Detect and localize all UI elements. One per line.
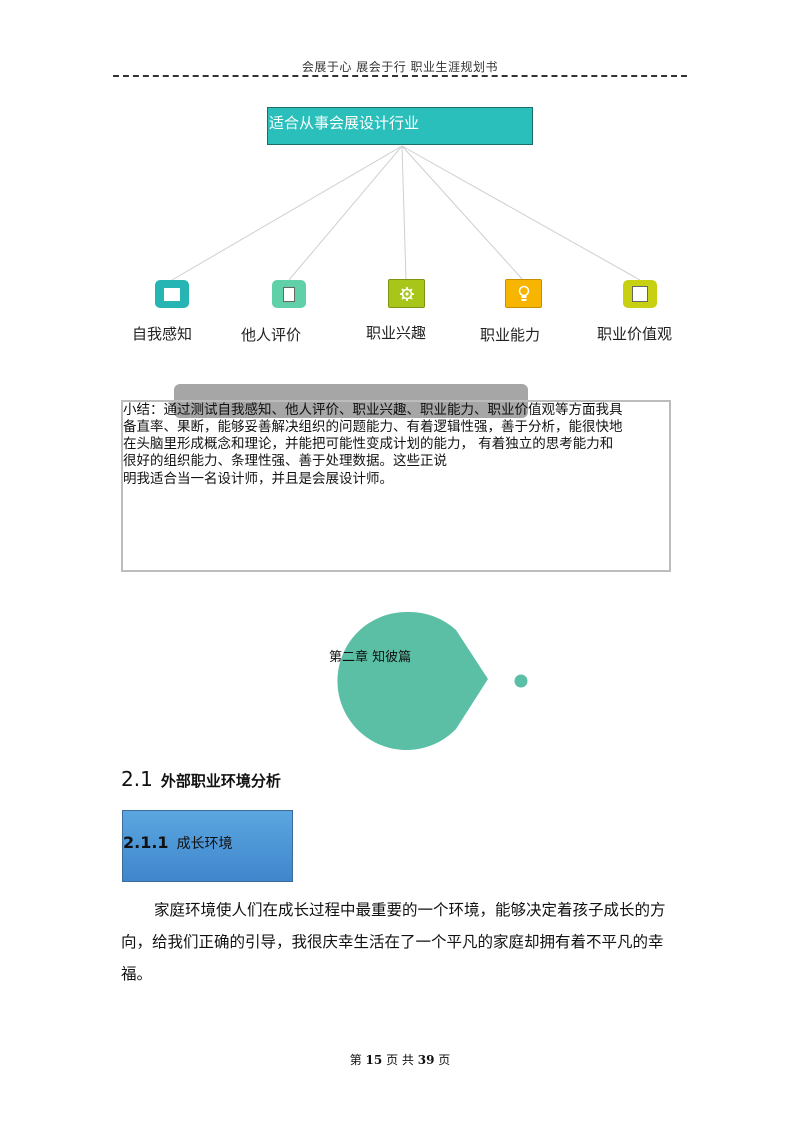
gear-icon [399,286,414,301]
body-paragraph-line: 向，给我们正确的引导，我很庆幸生活在了一个平凡的家庭却拥有着不平凡的幸福。 [121,933,664,983]
subsection-title: 成长环境 [176,836,233,852]
footer-middle: 页 共 [386,1053,414,1067]
chapter-title: 第二章 知彼篇 [329,650,412,665]
document-icon [283,286,295,302]
subsection-heading-box: 2.1.1 成长环境 [122,810,293,882]
node-icon-career-ability [505,279,542,308]
summary-box [121,400,671,572]
footer-suffix: 页 [438,1053,451,1067]
summary-line: 备直率、果断，能够妥善解决组织的问题能力、有着逻辑性强，善于分析，能很快地 [123,419,623,435]
chapter-drop-shape [337,611,528,750]
section-title: 外部职业环境分析 [160,772,281,790]
body-paragraph-line: 家庭环境使人们在成长过程中最重要的一个环境，能够决定着孩子成长的方 [154,901,666,919]
lightbulb-icon [518,285,529,301]
square-icon [632,286,648,302]
header-divider [113,75,687,77]
connector-line [401,145,524,281]
node-icon-career-interest [388,279,425,308]
node-label-self-perception: 自我感知 [132,325,193,343]
section-heading: 2.1 外部职业环境分析 [121,767,281,791]
summary-line: 明我适合当一名设计师，并且是会展设计师。 [123,471,393,487]
page-header-title: 会展于心 展会于行 职业生涯规划书 [301,60,499,74]
node-label-others-evaluation: 他人评价 [241,326,302,344]
subsection-number: 2.1.1 [123,833,169,852]
section-number: 2.1 [121,767,153,791]
connector-line [401,145,641,281]
summary-line: 很好的组织能力、条理性强、善于处理数据。这些正说 [123,453,447,469]
summary-line: 小结：通过测试自我感知、他人评价、职业兴趣、职业能力、职业价值观等方面我具 [123,402,623,418]
summary-line: 在头脑里形成概念和理论，并能把可能性变成计划的能力， 有着独立的思考能力和 [123,436,614,452]
diagram-connectors [171,145,641,281]
connector-line [288,145,403,281]
connector-line [171,145,403,281]
node-icon-others-evaluation [272,280,306,308]
diagram-root-box: 适合从事会展设计行业 [267,107,533,145]
chapter-dot [514,674,528,688]
node-label-career-interest: 职业兴趣 [366,324,427,342]
footer-page-number: 15 [365,1053,383,1067]
footer-prefix: 第 [349,1053,362,1067]
node-label-career-values: 职业价值观 [597,325,673,343]
connector-line [401,145,407,281]
node-label-career-ability: 职业能力 [480,326,541,344]
footer-total-pages: 39 [417,1053,435,1067]
square-icon [164,287,180,301]
node-icon-career-values [623,280,657,308]
node-icon-self-perception [155,280,189,308]
page-footer: 第 15 页 共 39 页 [0,1051,800,1068]
